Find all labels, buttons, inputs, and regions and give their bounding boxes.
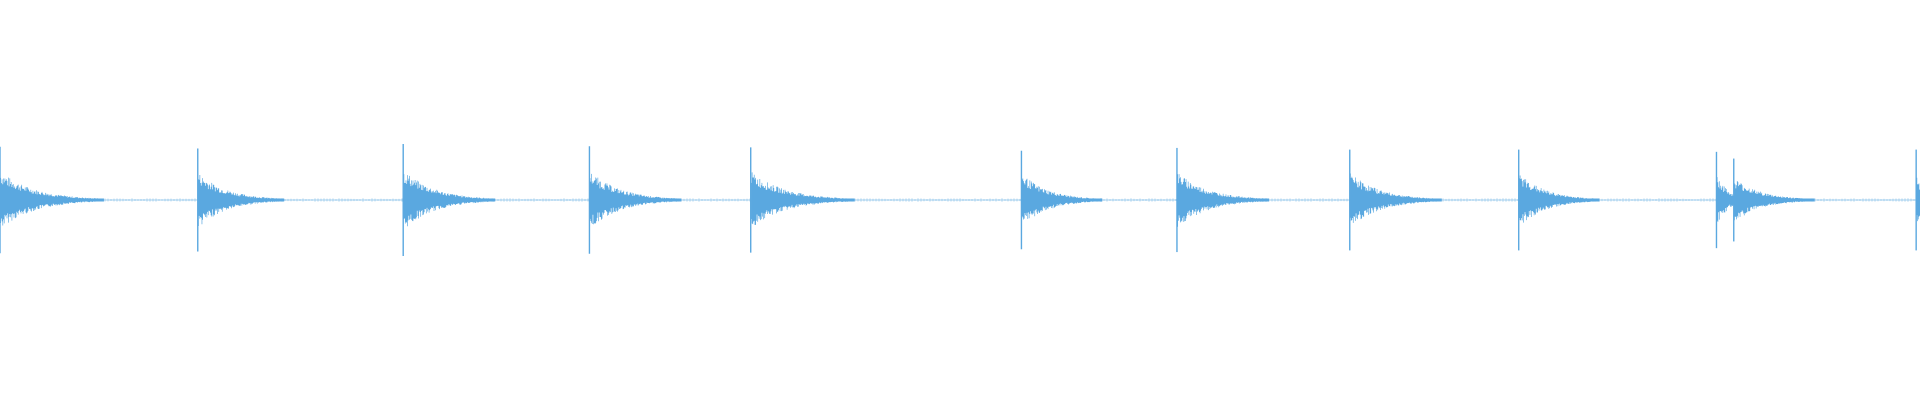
- transient-decay-tail: [1177, 174, 1270, 227]
- transient-decay-tail: [1350, 173, 1442, 223]
- transient-decay-tail: [589, 173, 682, 225]
- transient-decay-tail: [1734, 181, 1815, 221]
- waveform-transient: [588, 146, 682, 254]
- transient-decay-tail: [1519, 175, 1600, 223]
- waveform-transient: [1518, 149, 1600, 251]
- waveform-transient: [402, 144, 496, 256]
- waveform-transient: [1733, 158, 1815, 242]
- waveform-transient: [1176, 147, 1270, 253]
- waveform-transient: [1020, 150, 1103, 250]
- waveform-transient: [0, 146, 104, 254]
- transient-decay-tail: [0, 177, 104, 226]
- transient-decay-tail: [403, 174, 496, 227]
- transient-decay-tail: [198, 174, 285, 226]
- transient-decay-tail: [1021, 178, 1103, 220]
- waveform-transient: [1915, 149, 1920, 251]
- transient-decay-tail: [751, 172, 855, 225]
- waveform-transient: [1349, 149, 1442, 251]
- waveform-transient: [750, 147, 855, 253]
- transient-decay-tail: [1916, 177, 1920, 222]
- waveform-transient: [197, 148, 285, 252]
- waveform-transients: [0, 144, 1920, 256]
